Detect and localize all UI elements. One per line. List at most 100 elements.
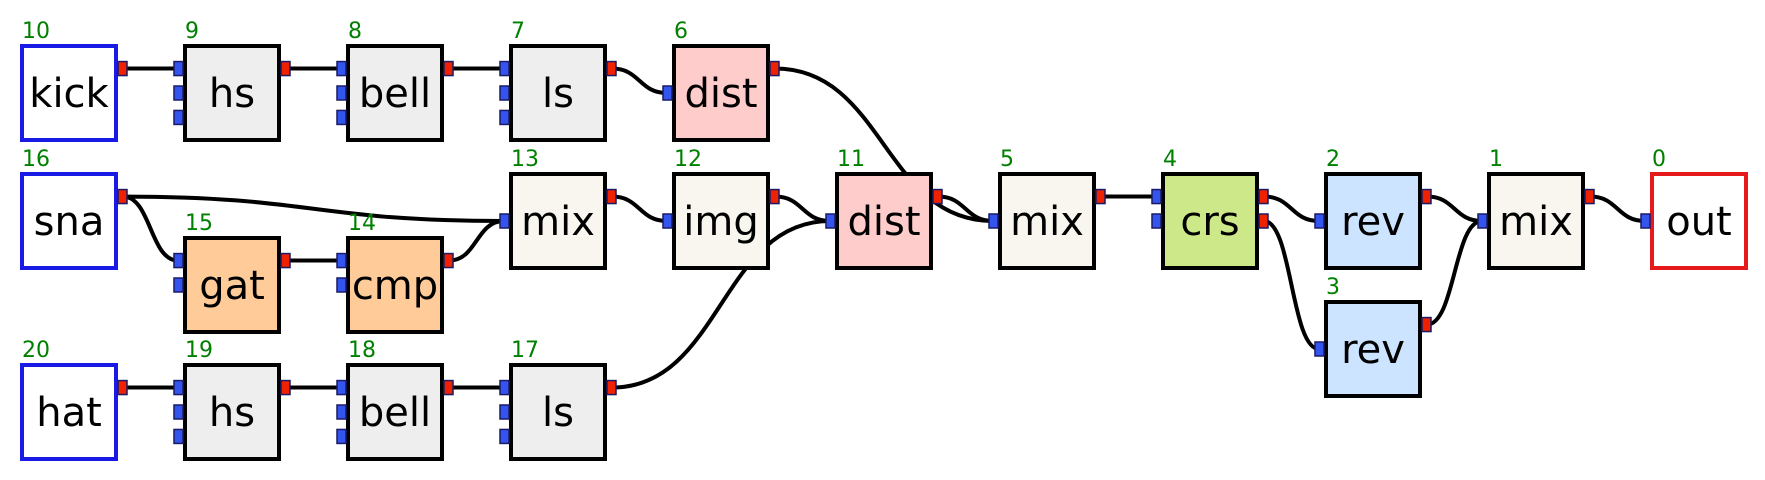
input-port[interactable] [1477,213,1488,229]
output-port[interactable] [1421,316,1432,333]
node-9-hs[interactable]: 9hs [173,19,291,142]
input-port[interactable] [336,428,347,445]
input-port[interactable] [499,404,510,420]
output-port[interactable] [443,60,454,77]
input-port[interactable] [336,85,347,101]
input-port[interactable] [336,404,347,420]
output-port[interactable] [606,379,617,396]
node-box[interactable] [672,172,770,270]
input-port[interactable] [173,404,184,420]
output-port[interactable] [117,60,128,77]
node-box[interactable] [20,172,118,270]
node-box[interactable] [183,363,281,461]
input-port[interactable] [173,428,184,445]
input-port[interactable] [1314,341,1325,357]
output-port[interactable] [280,379,291,396]
input-port[interactable] [173,85,184,101]
node-box[interactable] [1650,172,1748,270]
output-port[interactable] [1584,188,1595,205]
node-box[interactable] [1324,172,1422,270]
output-port[interactable] [443,252,454,269]
output-port[interactable] [932,188,943,205]
output-port[interactable] [280,252,291,269]
output-port[interactable] [1095,188,1106,205]
output-port[interactable] [1258,213,1269,229]
node-7-ls[interactable]: 7ls [499,19,617,142]
input-port[interactable] [173,109,184,126]
node-box[interactable] [20,44,118,142]
input-port[interactable] [988,213,999,229]
input-port[interactable] [173,60,184,77]
input-port[interactable] [336,109,347,126]
input-port[interactable] [499,109,510,126]
output-port[interactable] [117,379,128,396]
input-port[interactable] [1314,213,1325,229]
input-port[interactable] [336,60,347,77]
edges-layer [122,66,1646,390]
node-box[interactable] [20,363,118,461]
node-box[interactable] [1487,172,1585,270]
output-port[interactable] [117,188,128,205]
input-port[interactable] [336,252,347,269]
input-port[interactable] [1151,213,1162,229]
node-box[interactable] [998,172,1096,270]
node-box[interactable] [346,236,444,334]
node-id-label: 0 [1652,147,1666,172]
output-port[interactable] [443,379,454,396]
node-box[interactable] [183,236,281,334]
input-port[interactable] [1640,213,1651,229]
input-port[interactable] [336,379,347,396]
input-port[interactable] [499,213,510,229]
node-box[interactable] [835,172,933,270]
node-box[interactable] [346,363,444,461]
input-port[interactable] [1151,188,1162,205]
output-port[interactable] [1421,188,1432,205]
input-port[interactable] [662,85,673,101]
node-box[interactable] [1161,172,1259,270]
node-box[interactable] [509,44,607,142]
output-port[interactable] [606,188,617,205]
input-port[interactable] [499,85,510,101]
node-id-label: 7 [511,19,525,44]
input-port[interactable] [825,213,836,229]
output-port[interactable] [1258,188,1269,205]
input-port[interactable] [173,379,184,396]
input-port[interactable] [499,428,510,445]
input-port[interactable] [173,252,184,269]
input-port[interactable] [662,213,673,229]
node-box[interactable] [1324,300,1422,398]
node-box[interactable] [183,44,281,142]
input-port[interactable] [173,277,184,293]
output-port[interactable] [769,60,780,77]
output-port[interactable] [769,188,780,205]
node-box[interactable] [509,363,607,461]
input-port[interactable] [336,277,347,293]
node-box[interactable] [346,44,444,142]
output-port[interactable] [606,60,617,77]
node-box[interactable] [672,44,770,142]
node-id-label: 16 [22,147,50,172]
node-box[interactable] [509,172,607,270]
output-port[interactable] [280,60,291,77]
input-port[interactable] [499,379,510,396]
input-port[interactable] [499,60,510,77]
